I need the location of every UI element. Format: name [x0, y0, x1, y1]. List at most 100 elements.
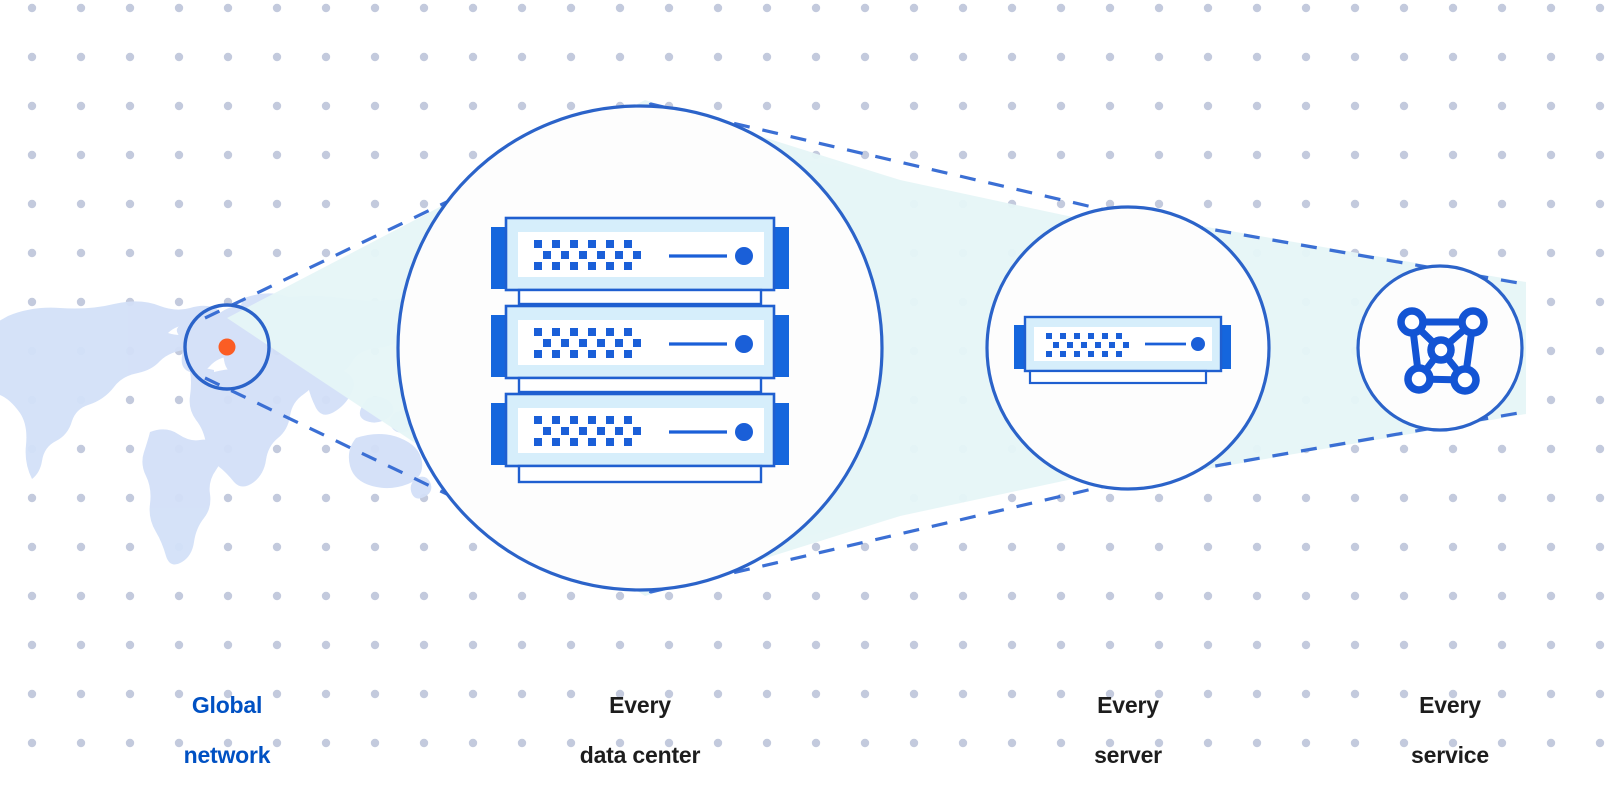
grid-dot: [1105, 493, 1115, 503]
grid-dot: [1056, 52, 1066, 62]
grid-dot: [125, 199, 135, 209]
grid-dot: [811, 738, 821, 748]
grid-dot: [1595, 738, 1605, 748]
grid-dot: [958, 101, 968, 111]
grid-dot: [174, 3, 184, 13]
grid-dot: [615, 3, 625, 13]
grid-dot: [370, 199, 380, 209]
rack-status-dot-1: [735, 247, 753, 265]
grid-dot: [1595, 248, 1605, 258]
grid-dot: [566, 689, 576, 699]
stage-every-service[interactable]: [1356, 264, 1524, 432]
grid-dot: [1546, 493, 1556, 503]
grid-dot: [1154, 199, 1164, 209]
grid-dot: [468, 101, 478, 111]
grid-dot: [468, 640, 478, 650]
grid-dot: [1154, 689, 1164, 699]
grid-dot: [1546, 542, 1556, 552]
grid-dot: [76, 150, 86, 160]
grid-dot: [1301, 542, 1311, 552]
rack-spacer-1: [517, 288, 763, 306]
grid-dot: [321, 444, 331, 454]
grid-dot: [419, 199, 429, 209]
stage-global-network[interactable]: [183, 303, 271, 391]
grid-dot: [1497, 591, 1507, 601]
grid-dot: [468, 591, 478, 601]
grid-dot: [1154, 542, 1164, 552]
grid-dot: [860, 101, 870, 111]
funnel-dashed-line-bottom: [204, 376, 1525, 594]
grid-dot: [958, 689, 968, 699]
grid-dot: [1497, 150, 1507, 160]
grid-dot: [272, 493, 282, 503]
grid-dot: [1203, 738, 1213, 748]
grid-dot: [174, 52, 184, 62]
grid-dot: [1056, 542, 1066, 552]
grid-dot: [1154, 101, 1164, 111]
grid-dot: [1546, 689, 1556, 699]
grid-dot: [1007, 591, 1017, 601]
mesh-node-top-right: [1458, 307, 1488, 337]
grid-dot: [125, 52, 135, 62]
grid-dot: [1595, 493, 1605, 503]
grid-dot: [860, 52, 870, 62]
grid-dot: [1252, 3, 1262, 13]
mesh-node-bottom-left: [1404, 364, 1434, 394]
grid-dot: [1497, 52, 1507, 62]
grid-dot: [321, 150, 331, 160]
grid-dot: [1154, 150, 1164, 160]
grid-dot: [1154, 738, 1164, 748]
grid-dot: [1350, 101, 1360, 111]
grid-dot: [1546, 346, 1556, 356]
grid-dot: [223, 689, 233, 699]
grid-dot: [713, 101, 723, 111]
grid-dot: [468, 542, 478, 552]
rack-unit-3: [491, 392, 789, 468]
grid-dot: [76, 444, 86, 454]
grid-dot: [909, 101, 919, 111]
grid-dot: [125, 101, 135, 111]
grid-dot: [615, 689, 625, 699]
grid-dot: [860, 150, 870, 160]
grid-dot: [419, 101, 429, 111]
grid-dot: [76, 542, 86, 552]
grid-dot: [1595, 3, 1605, 13]
grid-dot: [272, 248, 282, 258]
grid-dot: [1546, 444, 1556, 454]
grid-dot: [1399, 689, 1409, 699]
grid-dot: [1301, 689, 1311, 699]
server-vents: [1046, 333, 1129, 357]
grid-dot: [174, 640, 184, 650]
grid-dot: [223, 738, 233, 748]
grid-dot: [419, 52, 429, 62]
grid-dot: [125, 395, 135, 405]
grid-dot: [1399, 52, 1409, 62]
grid-dot: [174, 738, 184, 748]
grid-dot: [909, 591, 919, 601]
mesh-node-bottom-right: [1450, 365, 1480, 395]
grid-dot: [27, 150, 37, 160]
grid-dot: [223, 493, 233, 503]
grid-dot: [468, 150, 478, 160]
grid-dot: [762, 52, 772, 62]
grid-dot: [1252, 52, 1262, 62]
grid-dot: [76, 493, 86, 503]
stage-every-data-center[interactable]: [396, 104, 884, 592]
grid-dot: [958, 52, 968, 62]
grid-dot: [1350, 493, 1360, 503]
grid-dot: [1595, 444, 1605, 454]
grid-dot: [811, 640, 821, 650]
grid-dot: [517, 738, 527, 748]
grid-dot: [1497, 3, 1507, 13]
grid-dot: [223, 591, 233, 601]
grid-dot: [1056, 689, 1066, 699]
grid-dot: [566, 52, 576, 62]
grid-dot: [125, 542, 135, 552]
grid-dot: [1546, 3, 1556, 13]
grid-dot: [174, 689, 184, 699]
grid-dot: [1497, 199, 1507, 209]
grid-dot: [223, 150, 233, 160]
grid-dot: [1203, 689, 1213, 699]
grid-dot: [1350, 150, 1360, 160]
stage-every-server[interactable]: [985, 205, 1271, 491]
